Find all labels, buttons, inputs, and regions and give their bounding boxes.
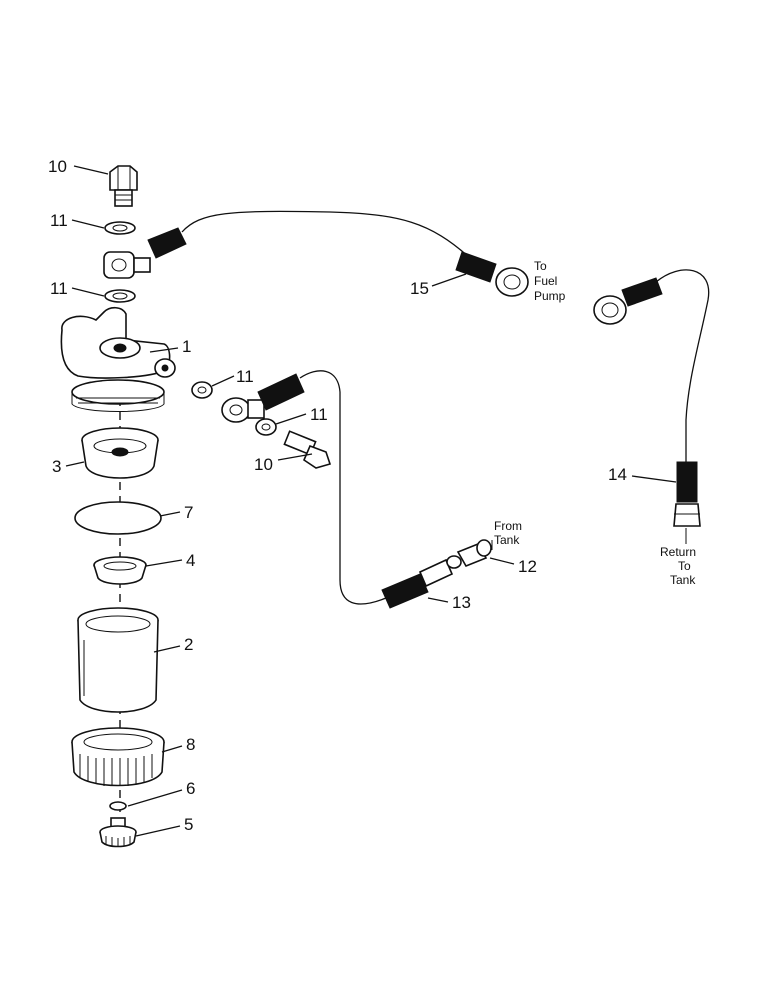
callout-6: 6 [186,779,195,798]
pipe-nut-return-lower [676,461,698,503]
fuel-return-pipe [655,269,710,462]
note-to-fuel-pump-line3: Pump [534,289,566,303]
callout-11-top: 11 [50,211,68,230]
callout-14: 14 [608,465,627,484]
filter-bowl [77,607,159,713]
retaining-ring [71,727,165,787]
callout-2: 2 [184,635,193,654]
union-connector-from-tank [418,539,492,588]
callout-11-second: 11 [50,279,68,298]
callout-12: 12 [518,557,537,576]
banjo-eye-fuel-pump [495,267,529,297]
callout-8: 8 [186,735,195,754]
callout-1: 1 [182,337,191,356]
note-return-to-tank-line2: To [678,559,691,573]
pipe-nut-top [147,227,187,259]
pipe-nut-pump-end [455,251,497,283]
note-return-to-tank-line1: Return [660,545,696,559]
banjo-union-middle [221,397,251,423]
note-from-tank-line1: From [494,519,522,533]
leader-lines [65,165,687,837]
fuel-pipe-from-tank [299,370,387,605]
banjo-bolt-top [109,165,138,207]
callout-11-middle: 11 [236,367,254,386]
callout-11-lower: 11 [310,405,328,424]
note-return-to-tank-line3: Tank [670,573,696,587]
banjo-bolt-middle [283,430,332,469]
note-to-fuel-pump-line1: To [534,259,547,273]
fuel-pipe-to-pump [181,210,471,259]
sealing-washer-upper [104,221,136,235]
pipe-nut-from-tank [381,573,429,609]
callout-15: 15 [410,279,429,298]
filter-head [60,306,176,412]
sealing-washer-middle [191,381,213,399]
banjo-union-top [103,251,151,279]
callout-3: 3 [52,457,61,476]
drain-plug-washer [109,801,127,811]
pipe-nut-return-top [621,277,663,307]
callout-10-top: 10 [48,157,67,176]
callout-7: 7 [184,503,193,522]
sealing-washer-lower [104,289,136,303]
callout-10-middle: 10 [254,455,273,474]
banjo-eye-return [593,295,627,325]
drain-plug [99,817,137,848]
callout-5: 5 [184,815,193,834]
note-to-fuel-pump-line2: Fuel [534,274,557,288]
bowl-seal [93,556,147,585]
sealing-ring [74,501,162,535]
note-from-tank-line2: Tank [494,533,520,547]
pipe-nut-middle [257,373,305,411]
sealing-washer-lower-banjo [255,418,277,436]
callout-4: 4 [186,551,195,570]
callout-13: 13 [452,593,471,612]
filter-element-cup [81,427,159,479]
